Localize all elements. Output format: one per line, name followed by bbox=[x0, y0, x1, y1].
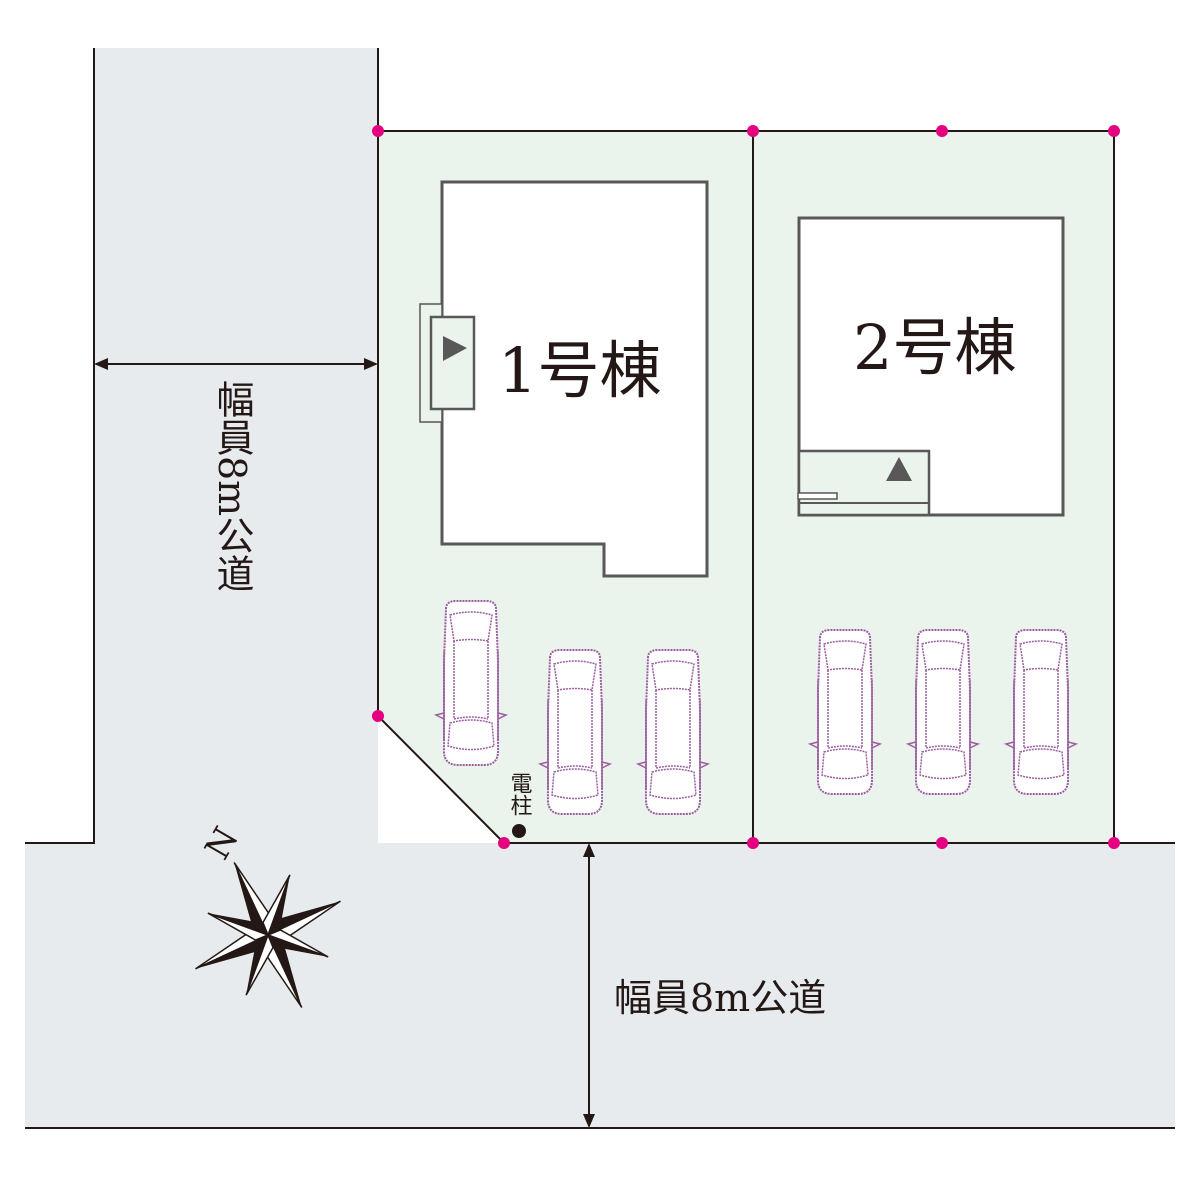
car-icon bbox=[435, 600, 507, 766]
boundary-marker-icon bbox=[1108, 837, 1120, 849]
road-south bbox=[25, 843, 1175, 1128]
entrance-arrow-icon bbox=[886, 457, 912, 481]
entrance-arrow-icon bbox=[443, 336, 467, 361]
utility-pole-label: 電柱 bbox=[507, 772, 533, 816]
road-edges bbox=[25, 48, 1175, 1129]
boundary-marker-icon bbox=[1108, 125, 1120, 137]
building-2-label: 2号棟 bbox=[853, 311, 1016, 384]
boundary-marker-icon bbox=[498, 837, 510, 849]
compass-rose-icon bbox=[190, 862, 346, 1013]
boundary-marker-icon bbox=[372, 125, 384, 137]
car-icon bbox=[907, 629, 979, 795]
boundary-marker-icon bbox=[936, 837, 948, 849]
building-1 bbox=[419, 180, 709, 578]
utility-pole: 電柱 bbox=[507, 772, 533, 838]
car-icon bbox=[1005, 629, 1077, 795]
west-road-width-dimension bbox=[94, 358, 378, 370]
boundary-marker-icon bbox=[747, 837, 759, 849]
parking-lot-2 bbox=[809, 629, 1077, 795]
building-2 bbox=[797, 216, 1065, 517]
boundary-markers bbox=[372, 125, 1120, 849]
boundary-marker-icon bbox=[747, 125, 759, 137]
boundary-marker-icon bbox=[936, 125, 948, 137]
south-road-label: 幅員8m公道 bbox=[614, 976, 826, 1020]
utility-pole-icon bbox=[512, 824, 526, 838]
car-icon bbox=[809, 629, 881, 795]
boundary-marker-icon bbox=[372, 710, 384, 722]
west-road-label: 幅員8m公道 bbox=[210, 380, 254, 592]
building-1-label: 1号棟 bbox=[498, 334, 661, 407]
car-icon bbox=[637, 649, 709, 815]
road-west bbox=[94, 48, 378, 848]
car-icon bbox=[539, 649, 611, 815]
south-road-width-dimension bbox=[583, 843, 595, 1128]
